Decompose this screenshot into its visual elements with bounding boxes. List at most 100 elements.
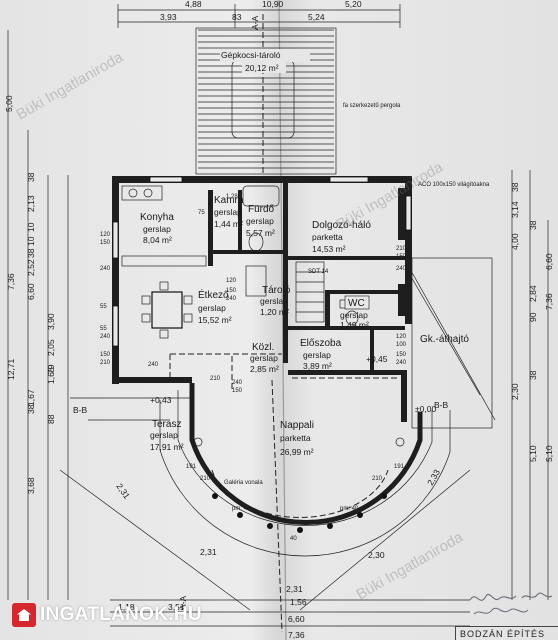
left-dim-1: 38: [26, 172, 36, 182]
aco-note: ACO 100x150 világítóakna: [418, 182, 490, 188]
left-dim-16: 88: [46, 414, 56, 424]
bottom-dim-2: 2,31: [200, 547, 217, 557]
room-kozl-area: 2,85 m²: [250, 364, 279, 374]
inner-dim-3: 55: [100, 304, 107, 310]
left-dim-11: 12,71: [6, 358, 16, 380]
inner-dim-17: 240: [226, 296, 237, 302]
room-wc-name: WC: [348, 298, 365, 309]
inner-dim-11: 100: [396, 342, 407, 348]
inner-dim-20: 1,28: [226, 194, 238, 200]
room-kozl-floor: gerslap: [250, 353, 278, 363]
arc-label-pm-1: pm: 40: [232, 506, 251, 512]
right-dim-6: 7,36: [544, 293, 554, 310]
level-marker-2: +0,45: [366, 354, 388, 364]
bottom-dim-6: 1,56: [290, 597, 307, 607]
level-marker-4: ±0,00: [415, 404, 436, 414]
room-terasz-floor: gerslap: [150, 430, 178, 440]
section-aa-top: A-A: [250, 16, 260, 31]
bottom-dim-3: 2,30: [368, 550, 385, 560]
left-dim-9: 3,90: [46, 313, 56, 330]
inner-dim-4: 55: [100, 326, 107, 332]
room-kamra-floor: gerslap: [214, 207, 242, 217]
left-dim-15: 38: [26, 404, 36, 414]
room-dolgozo-floor: parketta: [312, 232, 343, 242]
room-nappali-floor: parketta: [280, 433, 311, 443]
watermark-text: Büki Ingatlaniroda: [334, 158, 447, 233]
room-wc-floor: gerslap: [340, 310, 368, 320]
stairs: [295, 261, 325, 323]
room-nappali-area: 26,99 m²: [280, 447, 314, 457]
left-dim-13: 1,65: [46, 367, 56, 384]
inner-dim-9: 150: [396, 352, 407, 358]
left-dim-6: 2,52: [26, 259, 36, 276]
inner-dim-10: 240: [396, 360, 407, 366]
living-room-curve: [159, 383, 451, 557]
room-furdo-area: 5,57 m²: [246, 228, 275, 238]
inner-dim-1: 150: [100, 240, 111, 246]
inner-dim-2: 240: [100, 266, 111, 272]
room-terasz-name: Terasz: [152, 419, 181, 430]
ingatlanok-logo: INGATLANOK.HU: [12, 602, 202, 628]
inner-dim-22: 240: [148, 362, 159, 368]
room-kozl-name: Közl.: [252, 342, 274, 353]
room-etkezo-name: Étkező: [198, 288, 229, 301]
room-furdo-floor: gerslap: [246, 216, 274, 226]
dashed-outlines: [169, 257, 496, 429]
top-dim-3: 5,20: [345, 0, 362, 9]
top-dim-4: 3,93: [160, 12, 177, 22]
page-fold: [278, 0, 287, 640]
room-tarolo-name: Tároló: [262, 285, 291, 296]
section-bb: B-B B-B: [73, 400, 449, 415]
inner-dim-21: 210: [210, 376, 221, 382]
left-dim-14: 1,67: [26, 389, 36, 406]
room-gk-athajto-name: Gk.-áthajtó: [420, 334, 469, 345]
arc-label-191-left: 191: [186, 464, 197, 470]
top-dim-2: 10,90: [262, 0, 284, 9]
title-stamp: BODZÁN ÉPÍTÉS: [455, 626, 558, 640]
right-dim-10: 5,10: [528, 445, 538, 462]
inner-dim-12: 240: [396, 266, 407, 272]
room-kamra-size: 75: [198, 210, 205, 216]
arc-labels: 191 191 pm: 40 pm: 40 210 210 40: [186, 464, 405, 542]
section-line-aa: A-A A-A: [178, 14, 283, 633]
walls: [112, 176, 412, 422]
room-etkezo-area: 15,52 m²: [198, 315, 232, 325]
right-dim-4: 6,60: [544, 253, 554, 270]
room-tarolo-floor: gerslap: [260, 296, 288, 306]
section-bb-right: B-B: [434, 400, 449, 410]
inner-dim-14: 210: [396, 246, 407, 252]
room-kamra-area: 1,44 m²: [214, 219, 243, 229]
top-dim-6: 5,24: [308, 12, 325, 22]
arc-label-210-right: 210: [372, 476, 383, 482]
room-eloszoba-name: Előszoba: [300, 338, 342, 349]
left-dim-4: 10: [26, 236, 36, 246]
room-dolgozo-name: Dolgozó-háló: [312, 220, 371, 231]
inner-dimensions: 1201502405555240150210120150240100240150…: [100, 194, 407, 394]
section-bb-left: B-B: [73, 405, 88, 415]
top-dim-5: 83: [232, 12, 242, 22]
handwritten-signature: [469, 592, 553, 615]
room-eloszoba-floor: gerslap: [303, 350, 331, 360]
left-dim-8: 6,60: [26, 283, 36, 300]
level-markers: +0,43 +0,45 ±0,00 SDT 14 Galéria vonala …: [150, 182, 490, 486]
room-etkezo-floor: gerslap: [198, 303, 226, 313]
right-dim-11: 5,10: [544, 445, 554, 462]
left-dim-2: 2,13: [26, 195, 36, 212]
level-marker-1: +0,43: [150, 395, 172, 405]
section-aa-bottom: A-A: [178, 596, 188, 611]
inner-dim-6: 150: [100, 352, 111, 358]
arc-label-210-left: 210: [200, 476, 211, 482]
room-konyha-area: 8,04 m²: [143, 235, 172, 245]
inner-dim-8: 120: [396, 334, 407, 340]
right-dim-1: 3,14: [510, 201, 520, 218]
carport-area: 20,12 m²: [245, 63, 279, 73]
bottom-dim-1: 2,31: [114, 481, 132, 501]
top-dimensions: 4,88 10,90 5,20 3,93 83 5,24: [117, 0, 401, 28]
left-dim-3: 10: [26, 222, 36, 232]
right-dim-9: 38: [528, 370, 538, 380]
bottom-dim-7: 1,18: [118, 602, 135, 612]
pergola-note: fa szerkezetű pergola: [343, 103, 401, 109]
